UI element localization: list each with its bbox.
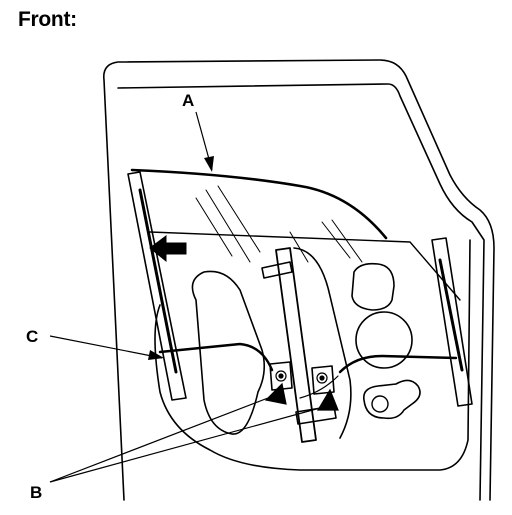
front-window-channel-fill [138, 188, 178, 374]
pointer-triangle-front [264, 382, 287, 405]
diagram-heading: Front: [18, 8, 77, 31]
callout-b: B [30, 483, 42, 502]
regulator-rail-front [275, 247, 317, 443]
leader-arrowhead-a [204, 156, 214, 172]
door-inner-cavity [154, 239, 471, 471]
rear-window-channel-fill [438, 258, 464, 372]
access-hole-upper [351, 262, 395, 311]
callout-c: C [26, 327, 38, 346]
leader-line-b-front [49, 397, 269, 483]
leader-line-c [49, 335, 163, 359]
leader-line-b-rear [49, 407, 321, 483]
motor-gear [371, 395, 389, 413]
regulator-rail-rear [293, 247, 352, 439]
regulator-motor-housing [355, 311, 413, 369]
window-frame [117, 83, 485, 501]
pointer-triangle-rear [316, 388, 339, 411]
glass-reflection-lines [195, 185, 363, 263]
callout-a: A [182, 91, 194, 110]
front-window-channel [127, 171, 187, 401]
door-glass-top-edge [130, 168, 388, 240]
glass-bracket-front [269, 361, 293, 391]
regulator-clamp-top [261, 261, 293, 279]
door-glass-hidden-edge [149, 231, 461, 301]
glass-mounting-bolts [264, 370, 339, 411]
glass-bracket-rear [311, 365, 335, 395]
door-outer-panel [102, 59, 495, 501]
rear-window-channel [431, 237, 473, 407]
bolt-icon [278, 373, 284, 379]
leader-arrowhead-c [148, 350, 164, 360]
access-hole-front [191, 270, 266, 435]
left-arrow-icon [149, 235, 187, 263]
regulator-cable [299, 375, 339, 399]
bolt-icon [319, 375, 325, 381]
regulator-motor [362, 379, 421, 420]
